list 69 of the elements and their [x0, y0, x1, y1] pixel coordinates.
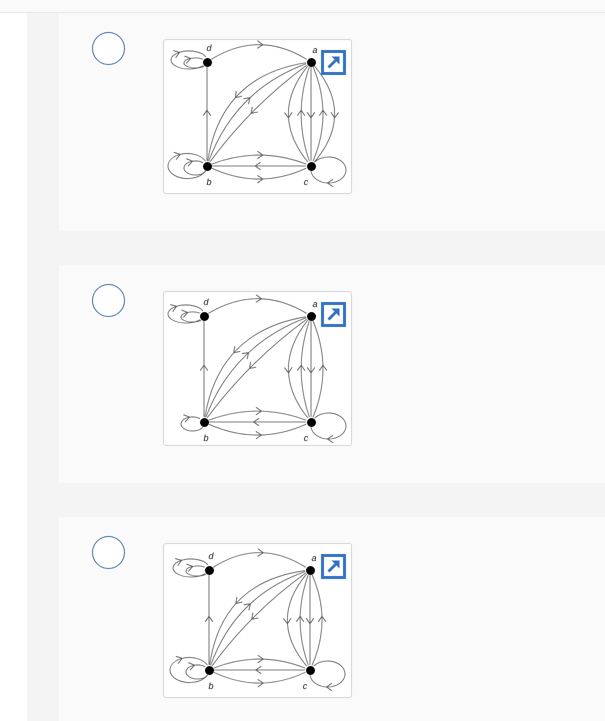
- vertex-label: d: [204, 297, 208, 307]
- arrow: [306, 66, 316, 162]
- vertex-label: a: [312, 553, 316, 563]
- arrow: [296, 574, 309, 666]
- graph-frame: [163, 291, 352, 446]
- vertex-dot: [200, 418, 208, 426]
- loop-arrow: [310, 156, 346, 188]
- vertex-dot: [306, 162, 316, 170]
- vertex-dot: [306, 566, 314, 574]
- arrow: [284, 66, 308, 162]
- vertex-dot: [306, 58, 316, 66]
- loop-arrow: [168, 304, 204, 324]
- vertex-label: c: [304, 433, 308, 443]
- vertex-label: d: [206, 43, 212, 53]
- arrow: [212, 548, 306, 568]
- vertex-dot: [306, 666, 314, 674]
- arrow: [211, 150, 307, 165]
- loop-arrow: [172, 558, 208, 578]
- arrow: [312, 320, 328, 418]
- loop-arrow: [184, 56, 205, 68]
- arrow: [284, 320, 308, 418]
- arrow: [208, 424, 307, 440]
- arrow: [306, 574, 314, 666]
- loop-arrow: [184, 158, 206, 176]
- arrow: [200, 320, 208, 418]
- vertex-label: a: [312, 299, 318, 309]
- arrow: [312, 66, 328, 162]
- loop-arrow: [170, 656, 208, 683]
- vertex-dot: [200, 312, 208, 320]
- vertex-label: b: [206, 177, 212, 187]
- arrow: [210, 40, 308, 60]
- arrow: [208, 418, 306, 426]
- arrow: [208, 406, 307, 421]
- vertex-dot: [202, 58, 212, 66]
- loop-arrow: [170, 50, 206, 70]
- graph-frame: [163, 543, 352, 698]
- loop-arrow: [180, 310, 202, 322]
- graph-frame: [163, 39, 352, 194]
- arrow: [214, 666, 306, 674]
- vertex-label: b: [204, 433, 208, 443]
- arrow: [306, 320, 316, 418]
- vertex-label: c: [304, 177, 308, 187]
- loop-arrow: [186, 564, 207, 576]
- loop-arrow: [186, 662, 208, 680]
- arrow: [314, 66, 340, 162]
- vertex-dot: [306, 312, 316, 320]
- vertex-dot: [202, 162, 212, 170]
- arrow: [296, 66, 310, 162]
- vertex-dot: [306, 418, 316, 426]
- loop-arrow: [310, 660, 346, 692]
- loop-arrow: [168, 152, 206, 179]
- vertex-label: a: [312, 45, 318, 55]
- arrow: [213, 654, 306, 669]
- arrow: [213, 672, 306, 688]
- loop-arrow: [180, 414, 204, 432]
- arrow: [212, 162, 306, 170]
- vertex-label: c: [302, 681, 308, 691]
- arrow: [211, 168, 307, 184]
- vertex-label: b: [208, 681, 214, 691]
- loop-arrow: [310, 412, 346, 444]
- arrow: [208, 294, 308, 314]
- vertex-dot: [204, 666, 214, 674]
- arrow: [202, 66, 212, 162]
- vertex-label: d: [208, 551, 214, 561]
- arrow: [296, 320, 310, 418]
- arrow: [204, 574, 214, 666]
- vertex-dot: [204, 566, 214, 574]
- arrow: [312, 574, 326, 666]
- arrow: [282, 574, 308, 666]
